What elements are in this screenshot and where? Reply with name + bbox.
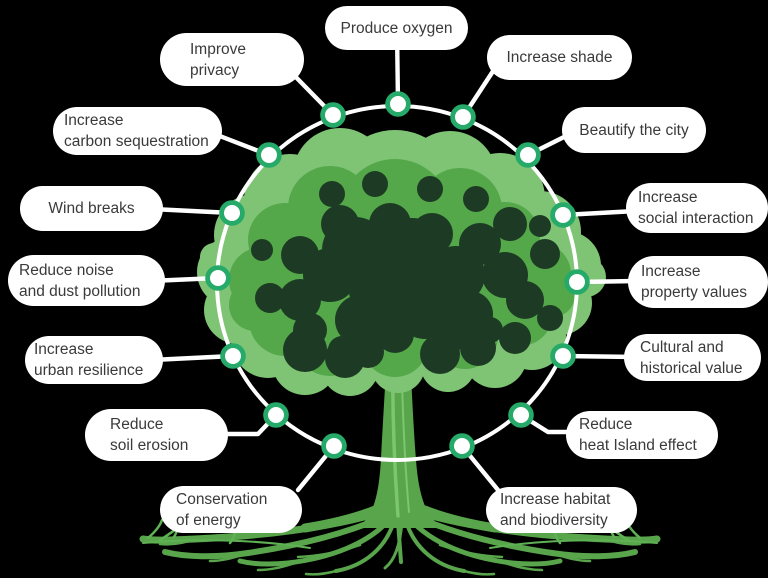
label-text: Reduce soil erosion (110, 416, 189, 454)
label-text: Wind breaks (48, 200, 135, 217)
roots-group (139, 505, 661, 576)
label-text: Reduce noise and dust pollution (19, 261, 141, 300)
label-bubble-increase-urban-resilience: Increase urban resilience (25, 336, 163, 384)
label-text: Increase urban resilience (34, 341, 144, 379)
label-text: Improve privacy (190, 40, 246, 79)
label-text: Increase property values (641, 263, 747, 301)
label-text: Cultural and historical value (640, 338, 743, 377)
label-bubble-cultural-and-historical-value: Cultural and historical value (624, 334, 761, 381)
node-dot (263, 402, 289, 428)
node-dot (220, 343, 246, 369)
label-bubble-beautify-the-city: Beautify the city (562, 107, 706, 153)
label-bubble-increase-shade: Increase shade (487, 35, 632, 80)
label-text: Increase carbon sequestration (64, 112, 209, 150)
connector-line (149, 353, 236, 363)
label-text: Conservation of energy (176, 490, 268, 529)
label-bubble-improve-privacy: Improve privacy (160, 33, 304, 86)
label-bubble-increase-social-interaction: Increase social interaction (626, 183, 768, 233)
label-bubble-reduce-heat-island-effect: Reduce heat Island effect (566, 411, 718, 459)
node-dot (550, 202, 576, 228)
label-text: Increase habitat and biodiversity (500, 491, 611, 529)
label-bubble-increase-habitat-and-biodiversity: Increase habitat and biodiversity (486, 487, 637, 533)
label-bubble-reduce-soil-erosion: Reduce soil erosion (85, 409, 228, 461)
node-dot (550, 343, 576, 369)
node-dot (320, 102, 346, 128)
node-dot (219, 200, 245, 226)
label-text: Beautify the city (579, 121, 689, 139)
node-dot (205, 265, 231, 291)
node-dots-group (205, 91, 590, 459)
label-bubble-wind-breaks: Wind breaks (20, 186, 163, 231)
label-bubble-increase-carbon-sequestration: Increase carbon sequestration (53, 107, 222, 155)
connector-line (149, 206, 235, 216)
node-dot (508, 402, 534, 428)
node-dot (564, 269, 590, 295)
label-bubble-increase-property-values: Increase property values (628, 256, 768, 308)
node-dot (256, 142, 282, 168)
label-text: Increase social interaction (638, 189, 754, 227)
node-dot (515, 142, 541, 168)
node-dot (321, 433, 347, 459)
node-dot (385, 91, 411, 117)
node-dot (449, 433, 475, 459)
label-bubble-conservation-of-energy: Conservation of energy (160, 486, 302, 533)
label-text: Reduce heat Island effect (579, 416, 697, 454)
label-text: Produce oxygen (340, 19, 453, 37)
node-dot (450, 104, 476, 130)
label-bubble-reduce-noise-and-dust-pollution: Reduce noise and dust pollution (8, 255, 165, 306)
label-bubble-produce-oxygen: Produce oxygen (325, 6, 468, 50)
label-text: Increase shade (506, 49, 613, 66)
foliage-dark-group (251, 171, 563, 378)
